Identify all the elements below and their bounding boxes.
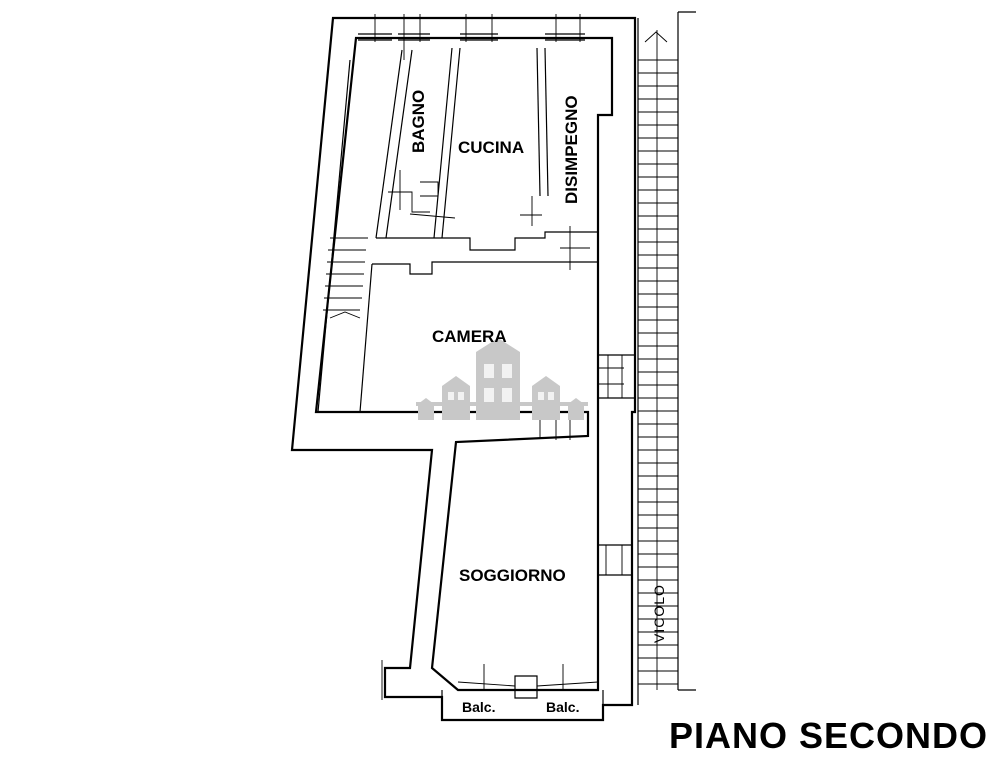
vicolo-alley [637, 11, 696, 705]
room-label-bagno: BAGNO [409, 90, 428, 153]
balcony-label-left: Balc. [462, 699, 495, 715]
room-label-cucina: CUCINA [458, 138, 524, 157]
room-label-disimpegno: DISIMPEGNO [562, 95, 581, 204]
room-label-camera: CAMERA [432, 327, 507, 346]
room-label-soggiorno: SOGGIORNO [459, 566, 566, 585]
balcony-label-right: Balc. [546, 699, 579, 715]
balconies [381, 660, 604, 721]
right-wall-details [598, 354, 635, 576]
left-stair [323, 237, 368, 319]
alley-steps [638, 59, 678, 685]
floor-title: PIANO SECONDO [668, 715, 988, 756]
exterior-walls [290, 16, 637, 722]
windows-top [358, 14, 585, 60]
interior-walls [317, 47, 598, 413]
watermark-logo [416, 338, 588, 420]
street-label-vicolo: VICOLO [651, 584, 667, 643]
